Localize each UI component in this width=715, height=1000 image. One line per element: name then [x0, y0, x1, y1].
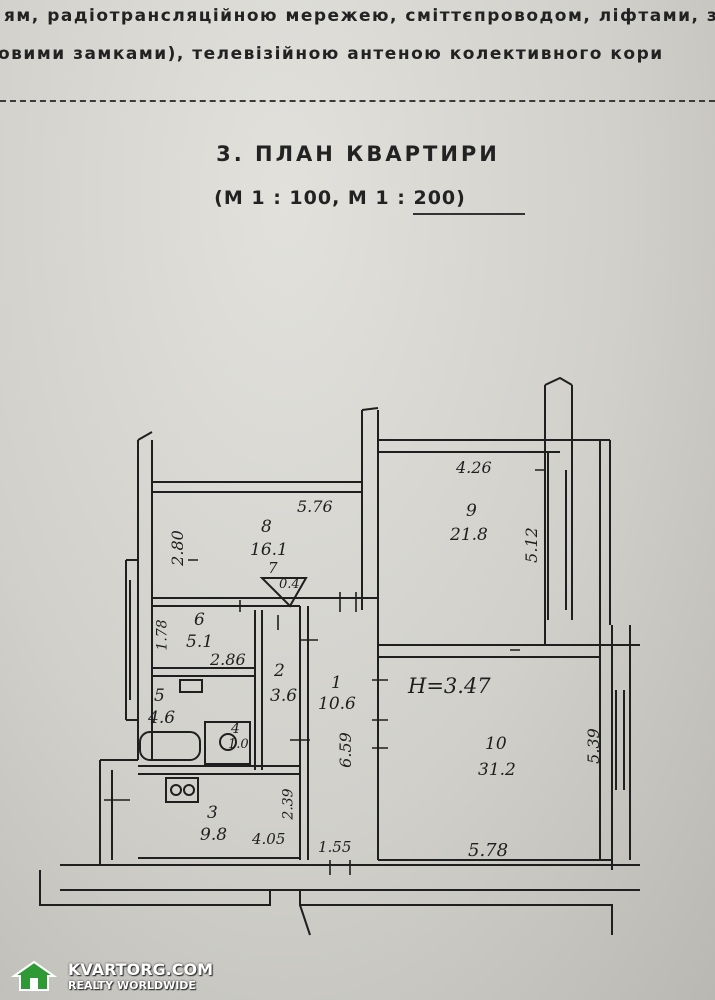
room9-width-dim: 4.26 [456, 458, 492, 477]
upper-center-wall [361, 407, 379, 860]
right-outer-wall [599, 440, 611, 625]
dashed-divider [0, 100, 715, 102]
room9-depth-dim: 5.12 [521, 527, 541, 563]
room6-bottom-wall [152, 667, 255, 677]
left-outer-wall [137, 431, 153, 760]
room-dim-ticks [188, 469, 545, 651]
header-text-line-1: ям, радіотрансляційною мережею, сміттєпр… [4, 6, 715, 26]
room9-right-windows [547, 452, 567, 620]
room-10-area: 31.2 [478, 760, 516, 780]
sink [179, 679, 203, 693]
room-9-area: 21.8 [450, 525, 488, 545]
toilet-bowl [219, 733, 237, 751]
room-7-area: 0.4 [279, 577, 300, 592]
door-marks [104, 592, 388, 875]
watermark-tagline: REALTY WORLDWIDE [68, 979, 196, 992]
bathtub [139, 731, 201, 761]
room6-depth-dim: 1.78 [154, 619, 171, 651]
bottom-base [39, 870, 613, 936]
room-8-number: 8 [261, 517, 272, 537]
room-3-area: 9.8 [200, 825, 228, 845]
room8-width-dim: 5.76 [297, 497, 333, 516]
ceiling-height-label: H=3.47 [408, 674, 491, 698]
room-1-number: 1 [331, 673, 342, 693]
toilet-box [204, 721, 251, 765]
header-text-line-2: овими замками), телевізійною антеною кол… [0, 44, 664, 64]
corridor-walls [254, 610, 263, 770]
closet7-diagonal [259, 577, 308, 608]
kitchen-depth-dim: 2.39 [280, 788, 297, 820]
stove-burner-2 [183, 784, 195, 796]
room8-depth-dim: 2.80 [167, 530, 187, 566]
right-tower-wall [544, 376, 573, 645]
room-6-number: 6 [194, 610, 205, 630]
room-5-area: 4.6 [148, 708, 176, 728]
room10-top-wall [378, 644, 640, 658]
entry-width-dim: 1.55 [318, 838, 352, 856]
scale-underline [413, 213, 525, 215]
room-9-number: 9 [466, 501, 477, 521]
room-2-number: 2 [274, 661, 285, 681]
room-8-area: 16.1 [250, 540, 288, 560]
room-4-number: 4 [231, 721, 240, 737]
room-10-number: 10 [485, 734, 507, 754]
kvartorg-watermark: KVARTORG.COM REALTY WORLDWIDE [8, 958, 213, 994]
room-4-area: 1.0 [228, 737, 249, 752]
watermark-name: KVARTORG.COM [68, 960, 213, 979]
plan-title: 3. ПЛАН КВАРТИРИ [216, 142, 500, 166]
room10-right-windows [615, 690, 625, 790]
room-3-number: 3 [207, 803, 218, 823]
left-wall-windows [125, 559, 138, 721]
room-7-number: 7 [268, 559, 278, 577]
kitchen-width-dim: 4.05 [252, 830, 286, 848]
room-6-area: 5.1 [186, 632, 214, 652]
room10-right-wall [599, 625, 631, 870]
room-5-number: 5 [154, 686, 165, 706]
hall-left-wall [299, 606, 309, 860]
stove [165, 777, 199, 803]
plan-scale: (М 1 : 100, М 1 : 200) [214, 187, 466, 209]
house-logo-icon [10, 960, 58, 991]
room8-bottom-wall [152, 597, 378, 607]
left-lower-walls [99, 759, 138, 865]
hall-length-dim: 6.59 [335, 732, 355, 768]
stove-burner-1 [170, 784, 182, 796]
room10-width-dim: 5.78 [468, 840, 509, 861]
bath-bottom-wall [138, 765, 300, 775]
top-wall-room8 [152, 481, 362, 493]
room-1-area: 10.6 [318, 694, 356, 714]
room6-width-dim: 2.86 [210, 650, 246, 669]
top-wall-room9 [378, 439, 610, 453]
room-2-area: 3.6 [270, 686, 298, 706]
room10-depth-dim: 5.39 [583, 728, 603, 764]
